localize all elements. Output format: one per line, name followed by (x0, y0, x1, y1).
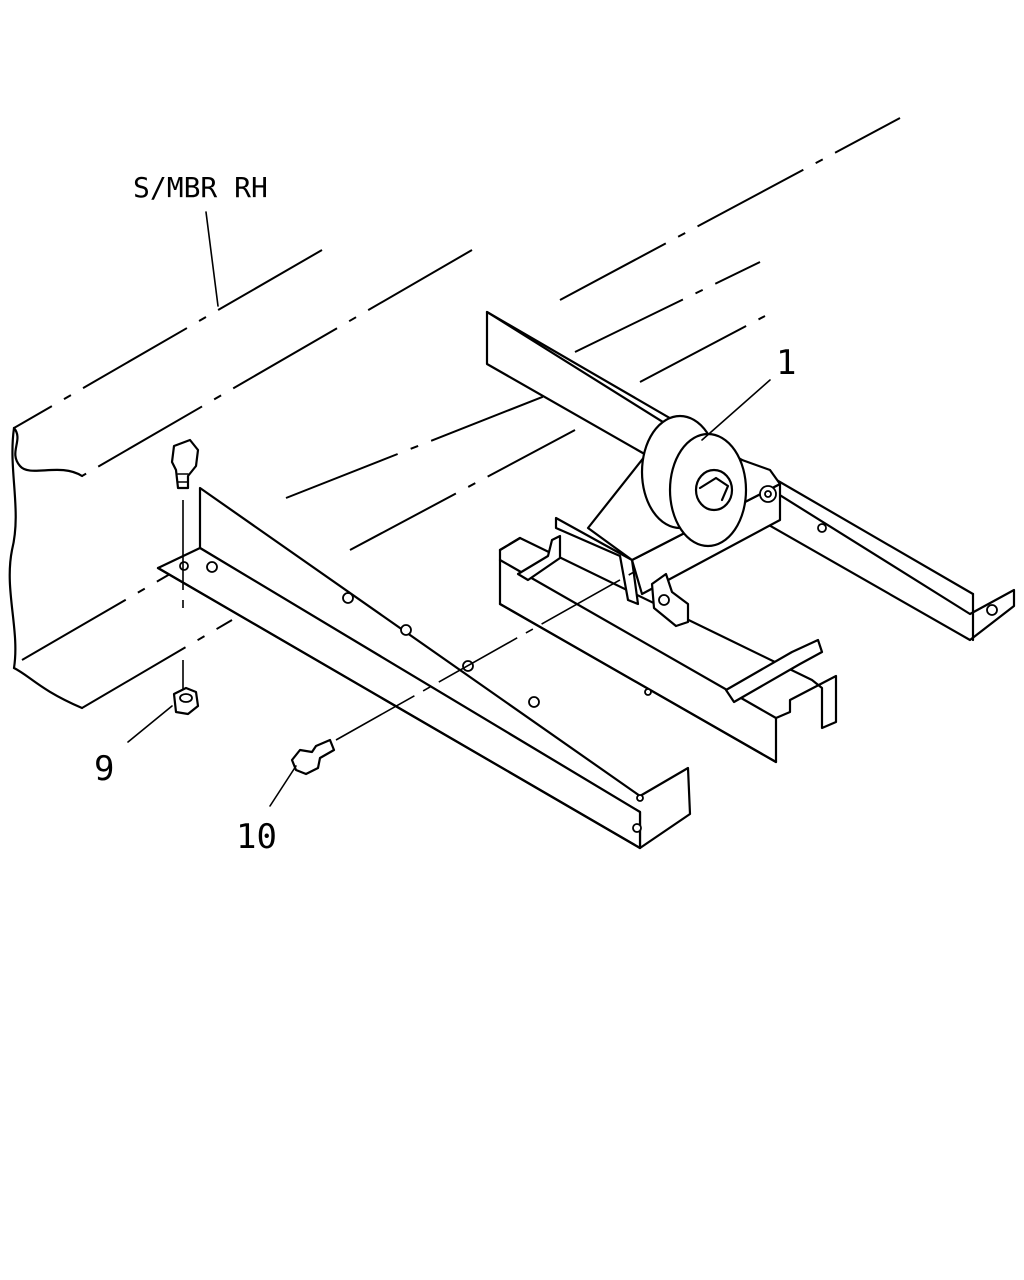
frame-member-label: S/MBR RH (133, 171, 268, 204)
cross-channel (498, 534, 838, 764)
nut-item-9 (172, 686, 200, 716)
vertical-bolt (170, 438, 200, 690)
right-angle-rail (485, 261, 1016, 642)
left-angle-rail (156, 486, 692, 850)
callout-1-leader (701, 379, 771, 441)
frame-side-member (8, 117, 901, 710)
callout-9-label: 9 (94, 749, 114, 789)
bolt-item-10 (290, 571, 635, 776)
callout-10-label: 10 (236, 817, 277, 857)
callout-9-leader (127, 705, 173, 743)
callout-10-leader (269, 765, 297, 807)
pulley-assembly (554, 414, 782, 628)
frame-member-leader (205, 211, 219, 307)
callout-1-label: 1 (776, 343, 796, 383)
